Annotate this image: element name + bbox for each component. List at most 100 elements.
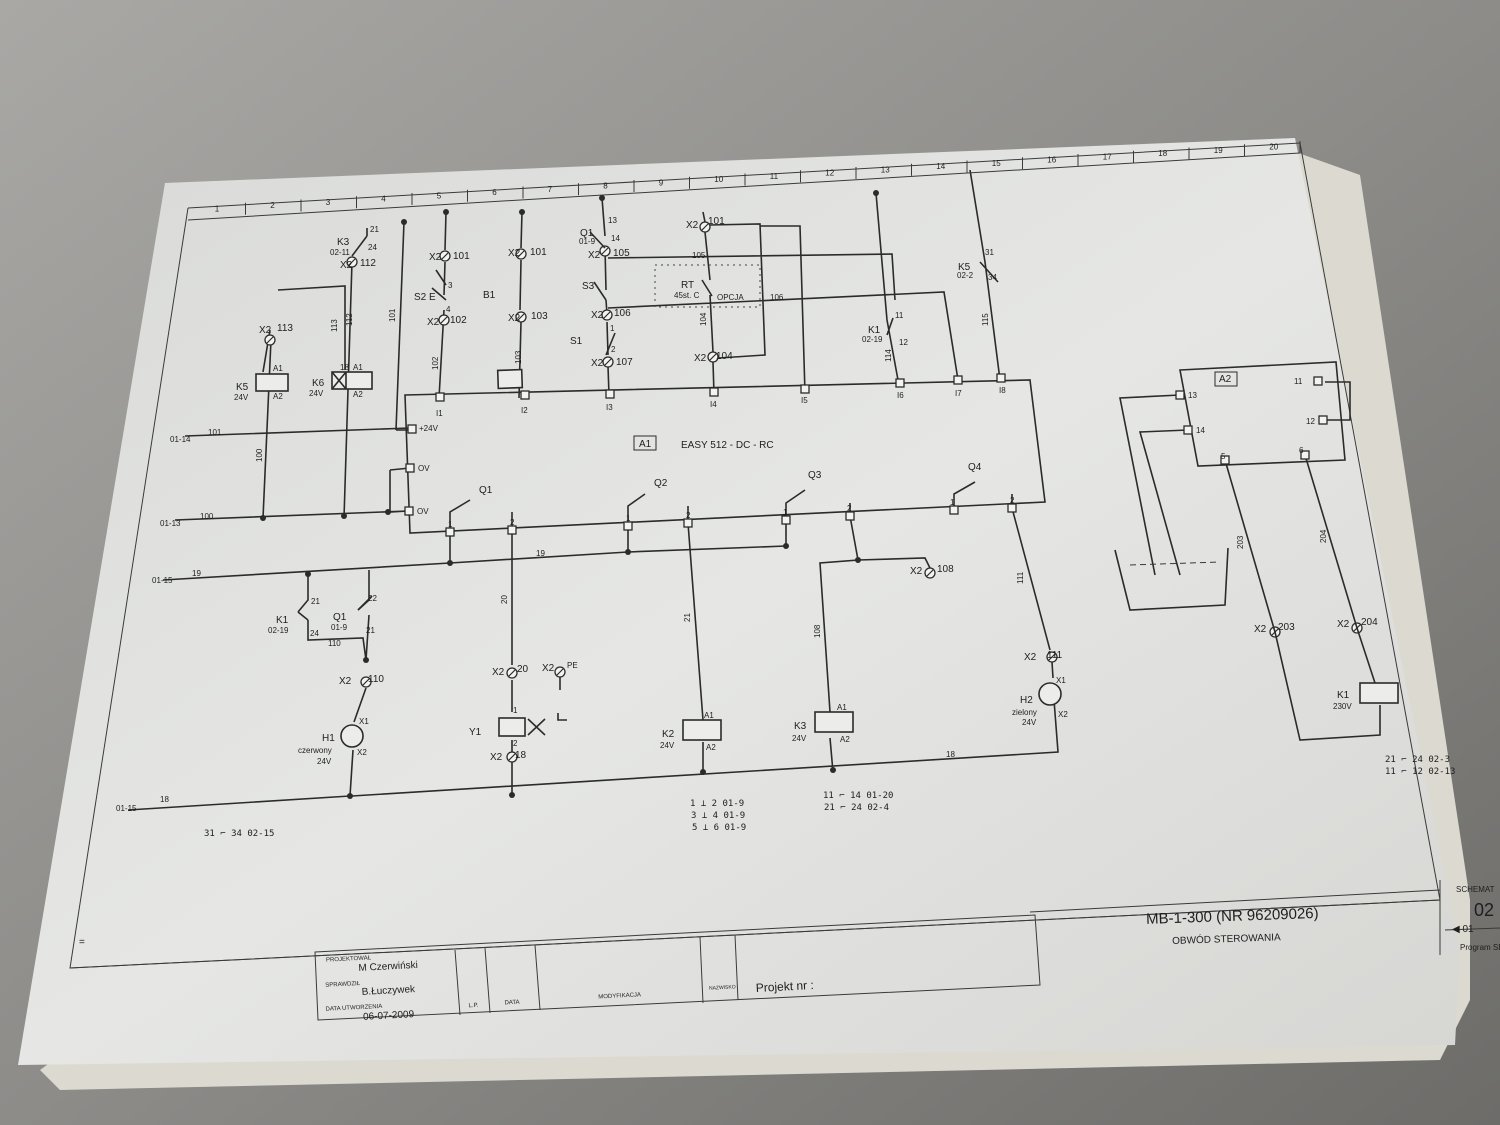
wire-label: 110 [328, 639, 341, 648]
voltage-label: 24V [309, 389, 324, 398]
terminal-label: X2 [429, 252, 442, 263]
terminal-number: 101 [453, 251, 470, 262]
grid-column-number: 9 [659, 178, 664, 187]
pin-label: 3 [448, 281, 453, 290]
wire-label: 104 [699, 312, 708, 326]
grid-column-number: 12 [825, 169, 834, 178]
k5-contact-label: K5 [958, 262, 971, 273]
pe-label: PE [567, 661, 578, 670]
h2-lamp [1038, 682, 1062, 706]
k1-contact-label: K1 [276, 615, 289, 626]
k3-label: K3 [794, 721, 807, 732]
wire-label: 101 [388, 308, 397, 322]
pin-label: 2 [513, 739, 518, 748]
checked-by: B.Łuczywek [361, 984, 416, 998]
margin-mark: = [79, 937, 85, 948]
sheet-number: 02 [1474, 900, 1494, 920]
voltage-label: 24V [660, 741, 675, 750]
wire-label: 112 [345, 313, 354, 326]
pin-label: 14 [1196, 426, 1205, 435]
input-label: I7 [955, 389, 962, 398]
pin-label: 2 [1010, 496, 1015, 505]
input-label: I4 [710, 400, 717, 409]
voltage-label: 24V [1022, 718, 1037, 727]
terminal-label: X2 [508, 313, 521, 324]
plc-output-label: Q4 [968, 462, 982, 473]
contact-note: 21 ⌐ 24 02-3 [1385, 755, 1450, 765]
grid-column-number: 1 [215, 204, 220, 213]
pin-label: 2 [686, 511, 691, 520]
col-name: NAZWISKO [709, 984, 736, 991]
wire-label: 115 [981, 313, 990, 326]
pin-label: 11 [1294, 377, 1303, 386]
terminal-number: 20 [517, 664, 529, 675]
pin-label: 5 [1221, 452, 1226, 461]
designed-by: M Czerwiński [358, 960, 418, 974]
junction-dots [260, 190, 879, 799]
contact-note: 11 ⌐ 14 01-20 [823, 791, 893, 801]
terminal-label: X2 [492, 667, 505, 678]
created-date: 06-07-2009 [363, 1009, 415, 1023]
contact-note: 11 ⌐ 12 02-13 [1385, 767, 1455, 777]
wire-label: 21 [683, 613, 692, 622]
terminal-label: X2 [490, 752, 503, 763]
created-label: DATA UTWORZENIA [325, 1004, 382, 1013]
drawing-subtitle: OBWÓD STEROWANIA [1172, 930, 1281, 947]
terminal-label: X2 [1024, 652, 1037, 663]
grid-column-number: 19 [1214, 146, 1223, 155]
contact-note: 5 ⊥ 6 01-9 [692, 823, 746, 833]
schema-label: SCHEMAT [1456, 885, 1495, 894]
grid-column-number: 16 [1047, 156, 1056, 165]
plc-ov-label: OV [417, 507, 429, 516]
terminal-number: 203 [1278, 622, 1295, 633]
grid-column-number: 10 [714, 175, 723, 184]
grid-column-number: 2 [270, 201, 275, 210]
terminal-number: 104 [716, 351, 733, 362]
k3-coil [814, 711, 854, 733]
wire-label: 204 [1319, 529, 1328, 543]
voltage-label: 24V [317, 757, 332, 766]
grid-column-number: 13 [881, 165, 890, 174]
terminal-label: X2 [591, 310, 604, 321]
wire-label: 100 [200, 512, 214, 521]
pin-label: 34 [988, 273, 997, 282]
wire-label: 19 [192, 569, 201, 578]
plc-output-label: Q1 [479, 485, 493, 496]
plc-output-label: Q2 [654, 478, 668, 489]
pin-label: 1 [783, 508, 788, 517]
pin-label: 11 [895, 311, 904, 320]
wire-label: 105 [692, 251, 706, 260]
pin-label: 13 [608, 216, 617, 225]
grid-column-number: 4 [381, 195, 386, 204]
input-label: I8 [999, 386, 1006, 395]
a2-tag: A2 [1219, 374, 1232, 385]
pin-label: 1 [950, 498, 955, 507]
terminal-label: X2 [591, 358, 604, 369]
wire-label: 114 [884, 349, 893, 362]
q1-contact-label: Q1 [333, 612, 347, 623]
pin-label: 12 [899, 338, 908, 347]
plc-model: EASY 512 - DC - RC [681, 440, 774, 451]
k6-label: K6 [312, 378, 325, 389]
pin-label: 4 [446, 305, 451, 314]
terminal-label: X2 [1254, 624, 1267, 635]
ref-label: 01-9 [579, 237, 596, 246]
h2-label: H2 [1020, 695, 1033, 706]
program-label: Program SE [1460, 943, 1500, 952]
k1-coil [1359, 682, 1399, 704]
terminal-label: X2 [340, 260, 353, 271]
terminal-number: 105 [613, 248, 630, 259]
pin-label: 21 [311, 597, 320, 606]
contact-note: 1 ⊥ 2 01-9 [690, 799, 744, 809]
grid-column-number: 14 [936, 162, 945, 171]
level-sensor-circuit [1114, 361, 1381, 741]
ref-label: 01-9 [331, 623, 348, 632]
wiring [127, 169, 1059, 811]
plc-supply-label: +24V [419, 424, 439, 433]
pin-label: A1 [273, 364, 283, 373]
pin-label: A2 [706, 743, 716, 752]
pin-label: 24 [310, 629, 319, 638]
switch-contacts [297, 231, 999, 621]
wire-label: 108 [813, 624, 822, 638]
